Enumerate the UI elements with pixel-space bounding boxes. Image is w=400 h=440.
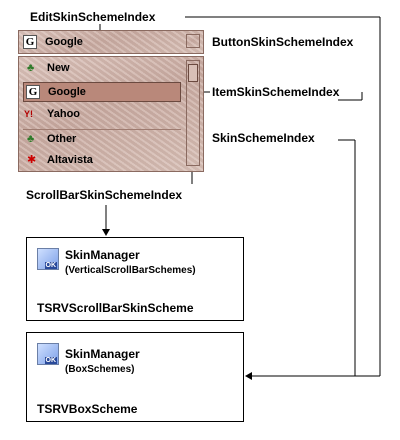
skin-manager-icon: OK: [37, 343, 59, 365]
skin-manager-box-schemes: OK SkinManager (BoxSchemes) TSRVBoxSchem…: [26, 332, 244, 422]
list-item-selected[interactable]: G Google: [23, 82, 181, 102]
combo-edit-field[interactable]: G Google: [18, 30, 204, 54]
google-g-icon: G: [23, 35, 37, 49]
google-g-icon: G: [26, 85, 40, 99]
list-item[interactable]: ✱ Altavista: [27, 154, 93, 166]
list-item[interactable]: ♣ New: [27, 62, 70, 74]
skin-scheme-index-label: SkinSchemeIndex: [212, 131, 315, 145]
item-skin-scheme-index-label: ItemSkinSchemeIndex: [212, 85, 340, 99]
edit-skin-scheme-index-label: EditSkinSchemeIndex: [30, 10, 156, 24]
vertical-scrollbar[interactable]: [186, 60, 200, 166]
box2-target: TSRVBoxScheme: [37, 402, 138, 416]
box2-subtitle: (BoxSchemes): [65, 364, 135, 375]
box2-title: SkinManager: [65, 347, 140, 361]
scrollbar-skin-scheme-index-label: ScrollBarSkinSchemeIndex: [26, 188, 183, 202]
scrollbar-thumb[interactable]: [188, 64, 198, 82]
box1-subtitle: (VerticalScrollBarSchemes): [65, 265, 196, 276]
box1-target: TSRVScrollBarSkinScheme: [37, 301, 194, 315]
combo-edit-text: Google: [45, 36, 83, 48]
green-figure-icon: ♣: [27, 62, 35, 74]
altavista-icon: ✱: [27, 154, 37, 166]
list-item[interactable]: Y! Yahoo: [24, 108, 81, 120]
list-item[interactable]: ♣ Other: [23, 129, 181, 150]
dropdown-list[interactable]: ♣ New G Google Y! Yahoo ♣ Other ✱ Altavi…: [18, 56, 204, 172]
box1-title: SkinManager: [65, 248, 140, 262]
yahoo-icon: Y!: [24, 109, 33, 119]
skin-manager-scrollbar-box: OK SkinManager (VerticalScrollBarSchemes…: [26, 237, 244, 321]
green-figure-icon: ♣: [27, 133, 35, 145]
button-skin-scheme-index-label: ButtonSkinSchemeIndex: [212, 35, 354, 49]
skin-manager-icon: OK: [37, 248, 59, 270]
dropdown-button[interactable]: [186, 34, 200, 48]
